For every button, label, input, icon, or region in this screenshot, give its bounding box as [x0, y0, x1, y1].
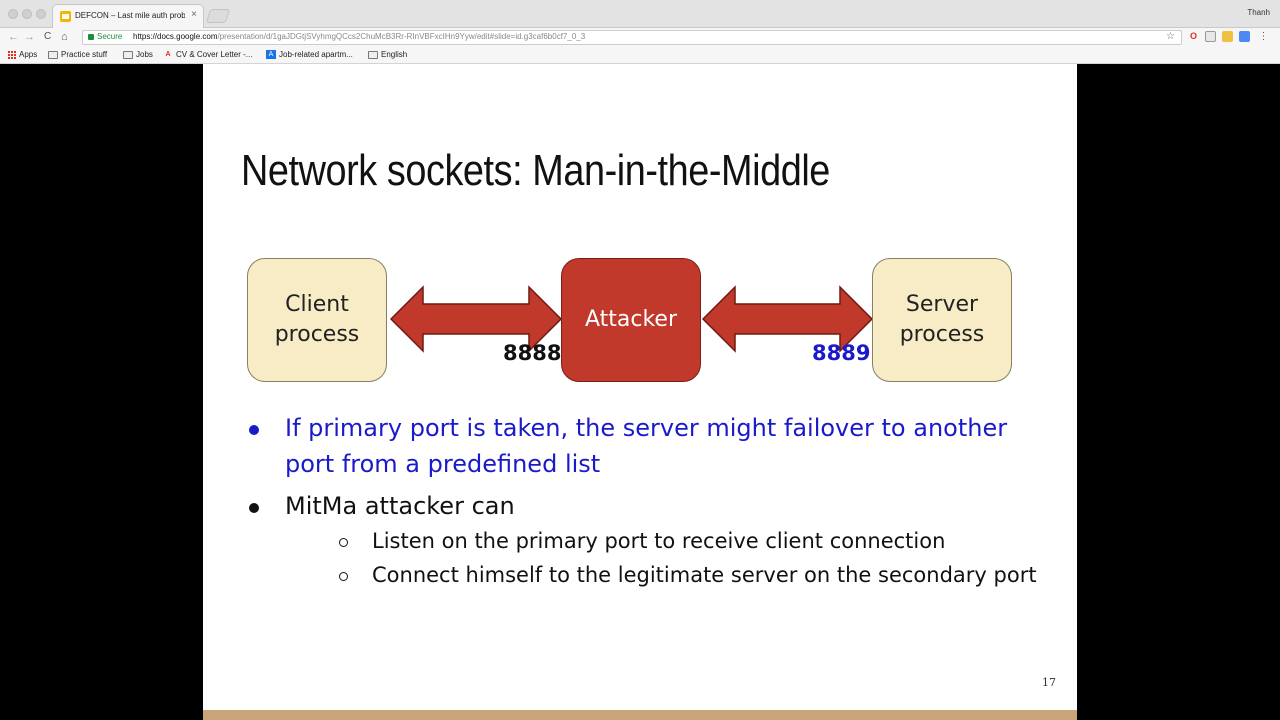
url-path: /presentation/d/1gaJDGtjSVyhmgQCcs2ChuMc…	[217, 32, 586, 41]
window-close-button[interactable]	[8, 9, 18, 19]
url-host: https://docs.google.com	[133, 32, 218, 41]
presentation-stage: Network sockets: Man-in-the-Middle Clien…	[0, 64, 1280, 720]
menu-icon[interactable]: ⋮	[1258, 31, 1269, 42]
forward-icon[interactable]: →	[24, 31, 35, 43]
slide: Network sockets: Man-in-the-Middle Clien…	[203, 64, 1077, 720]
profile-name[interactable]: Thanh	[1247, 8, 1270, 17]
url-text[interactable]: https://docs.google.com/presentation/d/1…	[133, 32, 585, 41]
attacker-label: Attacker	[584, 307, 678, 332]
client-label: Client process	[274, 292, 360, 347]
port-label-primary: 8888	[503, 341, 562, 365]
slide-page-number: 17	[1042, 676, 1056, 689]
bookmark-cv-cover-letter[interactable]: A CV & Cover Letter -...	[163, 50, 252, 59]
new-tab-button[interactable]	[205, 9, 231, 23]
browser-tab-strip: DEFCON – Last mile auth prob × Thanh	[0, 0, 1280, 28]
bookmark-label: Job-related apartm...	[279, 50, 353, 59]
server-label: Server process	[899, 292, 985, 347]
bookmark-star-icon[interactable]: ☆	[1166, 31, 1175, 42]
bookmark-apps[interactable]: Apps	[8, 50, 37, 59]
bookmark-label: English	[381, 50, 408, 59]
bookmark-label: Jobs	[136, 50, 153, 59]
bookmark-icon: A	[266, 50, 276, 59]
hollow-bullet-icon	[339, 572, 348, 581]
home-icon[interactable]: ⌂	[61, 31, 68, 43]
opera-extension-icon[interactable]: O	[1189, 31, 1197, 41]
client-process-box: Client process	[247, 258, 387, 382]
browser-toolbar: ← → C ⌂ Secure https://docs.google.com/p…	[0, 28, 1280, 47]
bookmark-jobs[interactable]: Jobs	[123, 50, 153, 59]
lock-icon	[88, 34, 94, 40]
hollow-bullet-icon	[339, 538, 348, 547]
bookmark-label: CV & Cover Letter -...	[176, 50, 253, 59]
window-minimize-button[interactable]	[22, 9, 32, 19]
reload-icon[interactable]: C	[44, 31, 52, 42]
bullet-dot-icon	[249, 503, 259, 513]
folder-icon	[123, 50, 133, 59]
pocket-extension-icon[interactable]	[1205, 31, 1216, 42]
bookmark-english[interactable]: English	[368, 50, 407, 59]
bookmark-practice-stuff[interactable]: Practice stuff	[48, 50, 107, 59]
folder-icon	[48, 50, 58, 59]
back-icon[interactable]: ←	[8, 31, 19, 43]
bookmark-label: Apps	[19, 50, 38, 59]
folder-icon	[368, 50, 378, 59]
bullet-text: MitMa attacker can	[285, 492, 515, 520]
bookmark-label: Practice stuff	[61, 50, 108, 59]
port-label-secondary: 8889	[812, 341, 871, 365]
apps-icon	[8, 50, 16, 59]
slide-footer-bar	[203, 710, 1077, 720]
browser-tab[interactable]: DEFCON – Last mile auth prob ×	[52, 4, 204, 28]
bookmark-job-apartment[interactable]: A Job-related apartm...	[266, 50, 353, 59]
address-bar[interactable]: Secure https://docs.google.com/presentat…	[82, 30, 1182, 45]
sub-bullet-text: Connect himself to the legitimate server…	[372, 563, 1037, 587]
window-maximize-button[interactable]	[36, 9, 46, 19]
slide-title: Network sockets: Man-in-the-Middle	[241, 146, 830, 195]
bullet-text: If primary port is taken, the server mig…	[285, 414, 1008, 478]
server-process-box: Server process	[872, 258, 1012, 382]
tab-close-icon[interactable]: ×	[191, 9, 197, 20]
bullet-dot-icon	[249, 425, 259, 435]
slides-favicon-icon	[60, 11, 71, 22]
sub-bullet-text: Listen on the primary port to receive cl…	[372, 529, 946, 553]
bookmark-icon: A	[165, 51, 171, 58]
bookmarks-bar: Apps Practice stuff Jobs A CV & Cover Le…	[0, 47, 1280, 64]
tab-title: DEFCON – Last mile auth prob	[75, 11, 185, 20]
extension-icon[interactable]	[1222, 31, 1233, 42]
attacker-box: Attacker	[561, 258, 701, 382]
secure-label: Secure	[97, 32, 123, 41]
translate-extension-icon[interactable]	[1239, 31, 1250, 42]
